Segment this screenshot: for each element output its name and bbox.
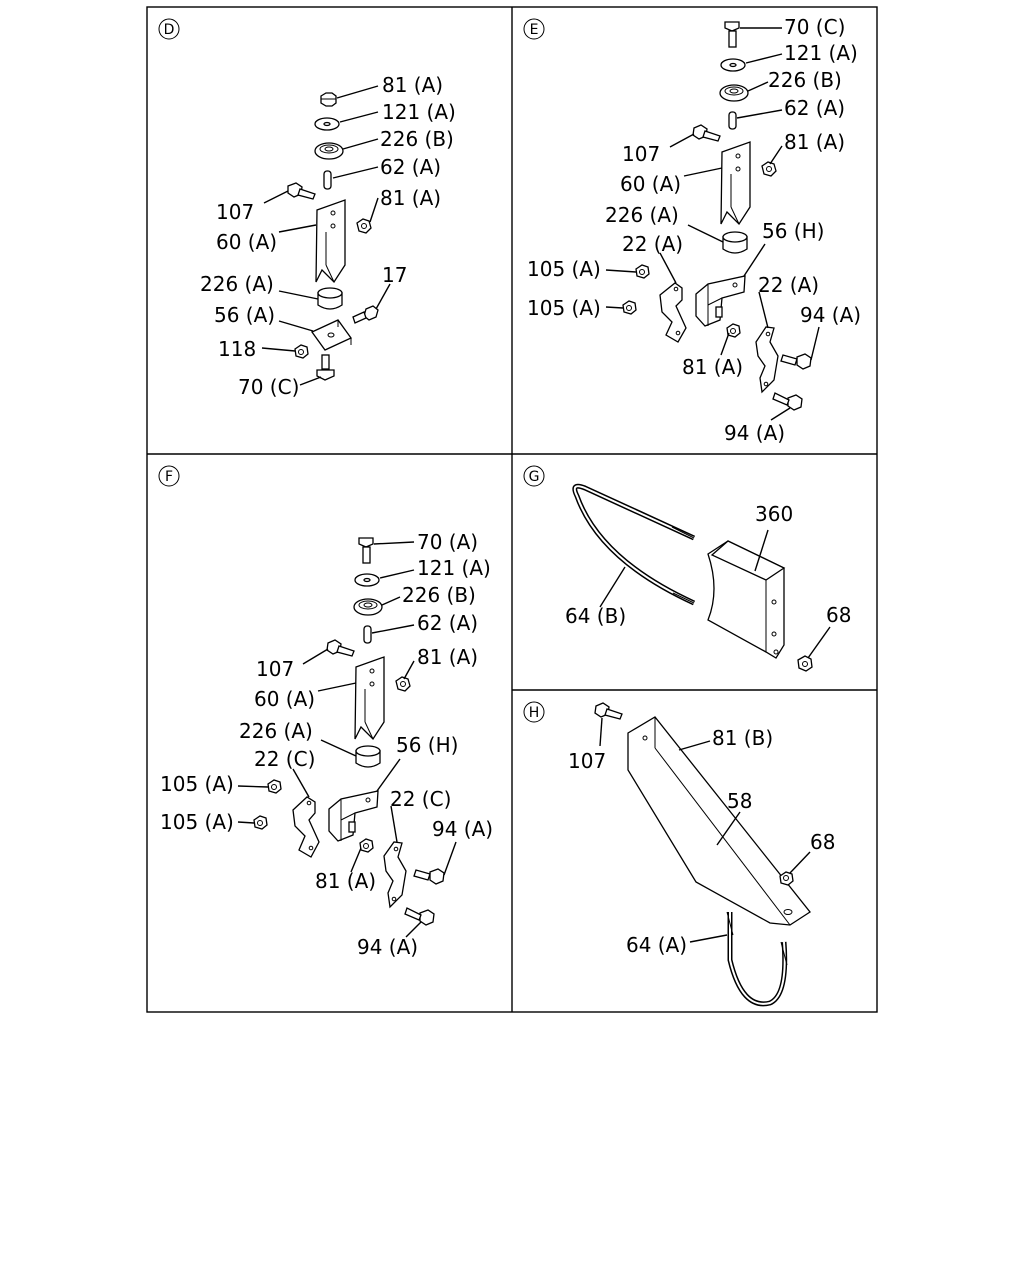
panel-marker-h: H — [523, 701, 545, 723]
svg-text:226 (B): 226 (B) — [768, 68, 842, 92]
svg-text:62 (A): 62 (A) — [417, 611, 478, 635]
panel-d-leader-lines — [261, 85, 391, 386]
svg-text:70 (A): 70 (A) — [417, 530, 478, 554]
svg-text:F: F — [165, 469, 173, 485]
svg-text:17: 17 — [382, 263, 407, 287]
svg-text:68: 68 — [826, 603, 851, 627]
panel-f-labels: 70 (A) 121 (A) 226 (B) 62 (A) 107 81 (A)… — [160, 530, 493, 959]
svg-text:68: 68 — [810, 830, 835, 854]
svg-text:64 (B): 64 (B) — [565, 604, 626, 628]
svg-text:56 (H): 56 (H) — [396, 733, 458, 757]
panel-marker-e: E — [523, 18, 545, 40]
svg-text:81 (A): 81 (A) — [417, 645, 478, 669]
panel-h-parts — [594, 702, 811, 1007]
panel-f-leader-lines — [237, 541, 457, 938]
svg-text:81 (A): 81 (A) — [380, 186, 441, 210]
svg-text:22 (A): 22 (A) — [758, 273, 819, 297]
svg-text:81 (A): 81 (A) — [682, 355, 743, 379]
panel-h-labels: 107 81 (B) 58 68 64 (A) — [568, 726, 835, 957]
svg-text:94 (A): 94 (A) — [800, 303, 861, 327]
svg-text:226 (A): 226 (A) — [605, 203, 679, 227]
svg-text:94 (A): 94 (A) — [724, 421, 785, 445]
diagram-frame — [146, 6, 878, 1013]
svg-text:94 (A): 94 (A) — [357, 935, 418, 959]
svg-text:56 (A): 56 (A) — [214, 303, 275, 327]
svg-text:E: E — [530, 22, 539, 38]
svg-text:62 (A): 62 (A) — [380, 155, 441, 179]
svg-text:60 (A): 60 (A) — [620, 172, 681, 196]
svg-text:22 (C): 22 (C) — [254, 747, 315, 771]
svg-text:226 (A): 226 (A) — [200, 272, 274, 296]
svg-text:H: H — [529, 705, 540, 721]
svg-text:121 (A): 121 (A) — [784, 41, 858, 65]
svg-text:81 (A): 81 (A) — [382, 73, 443, 97]
panel-g-leader-lines — [599, 529, 831, 659]
svg-text:G: G — [529, 469, 540, 485]
svg-text:62 (A): 62 (A) — [784, 96, 845, 120]
svg-text:107: 107 — [622, 142, 660, 166]
svg-text:94 (A): 94 (A) — [432, 817, 493, 841]
svg-text:D: D — [164, 22, 175, 38]
svg-text:105 (A): 105 (A) — [160, 772, 234, 796]
svg-text:226 (A): 226 (A) — [239, 719, 313, 743]
svg-text:226 (B): 226 (B) — [402, 583, 476, 607]
svg-text:105 (A): 105 (A) — [527, 296, 601, 320]
svg-text:107: 107 — [256, 657, 294, 681]
svg-text:60 (A): 60 (A) — [254, 687, 315, 711]
svg-text:22 (A): 22 (A) — [622, 232, 683, 256]
panel-e-parts — [622, 21, 812, 411]
svg-text:56 (H): 56 (H) — [762, 219, 824, 243]
svg-text:81 (B): 81 (B) — [712, 726, 773, 750]
svg-text:360: 360 — [755, 502, 793, 526]
panel-g-labels: 360 64 (B) 68 — [565, 502, 851, 628]
panel-d-labels: 81 (A) 121 (A) 226 (B) 62 (A) 81 (A) 107… — [200, 73, 456, 399]
svg-text:58: 58 — [727, 789, 752, 813]
panel-marker-g: G — [523, 465, 545, 487]
svg-text:118: 118 — [218, 337, 256, 361]
panel-marker-d: D — [158, 18, 180, 40]
panel-h-leader-lines — [599, 717, 811, 943]
panel-f-parts — [253, 537, 445, 926]
svg-text:107: 107 — [568, 749, 606, 773]
panel-g-parts — [572, 483, 813, 672]
svg-text:60 (A): 60 (A) — [216, 230, 277, 254]
svg-text:121 (A): 121 (A) — [382, 100, 456, 124]
svg-text:70 (C): 70 (C) — [784, 15, 845, 39]
svg-text:22 (C): 22 (C) — [390, 787, 451, 811]
panel-e-leader-lines — [605, 27, 820, 421]
svg-text:121 (A): 121 (A) — [417, 556, 491, 580]
panel-e-labels: 70 (C) 121 (A) 226 (B) 62 (A) 107 81 (A)… — [527, 15, 861, 445]
svg-text:105 (A): 105 (A) — [160, 810, 234, 834]
panel-d-parts — [287, 92, 379, 381]
svg-text:107: 107 — [216, 200, 254, 224]
svg-text:226 (B): 226 (B) — [380, 127, 454, 151]
svg-text:64 (A): 64 (A) — [626, 933, 687, 957]
panel-marker-f: F — [158, 465, 180, 487]
svg-text:81 (A): 81 (A) — [784, 130, 845, 154]
svg-text:105 (A): 105 (A) — [527, 257, 601, 281]
svg-text:81 (A): 81 (A) — [315, 869, 376, 893]
svg-text:70 (C): 70 (C) — [238, 375, 299, 399]
